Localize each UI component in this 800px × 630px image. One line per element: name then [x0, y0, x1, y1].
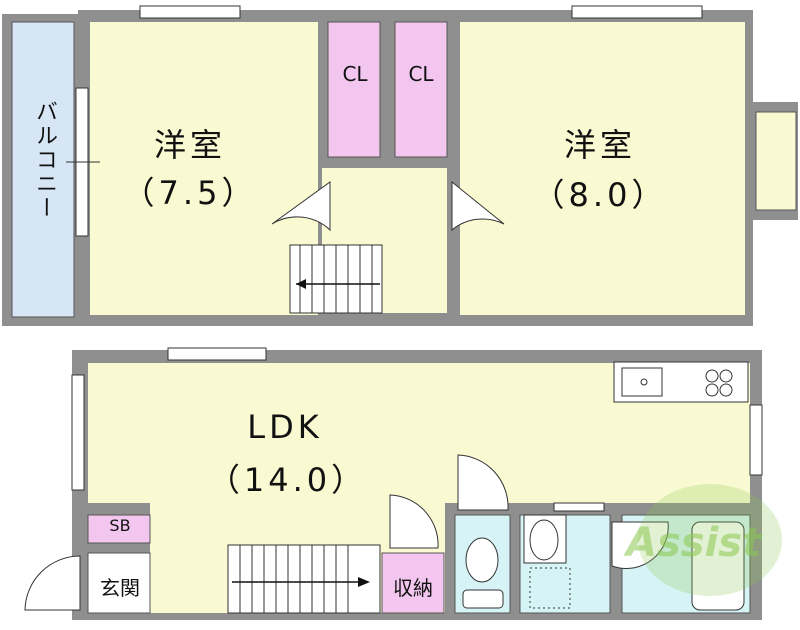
- door-entrance: [24, 555, 81, 611]
- door-left-room: [271, 181, 331, 232]
- ldk-name: LDK: [247, 408, 323, 446]
- closet-right-label: CL: [408, 62, 434, 86]
- closet-right: [394, 21, 448, 158]
- room-western-left: [90, 22, 318, 315]
- entrance: [87, 552, 151, 614]
- door-bath: [611, 521, 669, 569]
- room-left-name: 洋室: [153, 126, 226, 164]
- window-ldk-right: [749, 404, 763, 476]
- door-toilet: [457, 454, 509, 511]
- closet-left-label: CL: [342, 62, 368, 86]
- window-ldk-left: [71, 374, 85, 491]
- door-right-room: [451, 180, 505, 232]
- assist-logo-icon: [638, 484, 782, 596]
- balcony: [11, 21, 75, 318]
- upper-stair: [289, 244, 383, 314]
- room-right-name: 洋室: [563, 126, 636, 164]
- upper-hall-extra: [385, 236, 447, 313]
- room-left-size: （7.5）: [122, 174, 258, 212]
- ldk-size: （14.0）: [207, 461, 368, 499]
- shoebox: [87, 514, 151, 544]
- shoebox-label: SB: [109, 516, 131, 535]
- entrance-label: 玄関: [100, 576, 140, 600]
- closet-left: [327, 21, 381, 158]
- window-top-left: [139, 5, 241, 19]
- storage: [381, 552, 445, 614]
- door-storage: [389, 494, 439, 549]
- lower-stair: [227, 544, 381, 614]
- assist-logo-text: Assist: [626, 520, 762, 566]
- bathtub: [691, 521, 745, 611]
- window-ldk-top: [167, 347, 267, 361]
- room-western-right: [460, 22, 745, 315]
- window-top-right: [571, 5, 703, 19]
- storage-label: 収納: [393, 576, 433, 600]
- room-right-size: （8.0）: [532, 176, 668, 214]
- balcony-label: バルコニー: [32, 100, 57, 220]
